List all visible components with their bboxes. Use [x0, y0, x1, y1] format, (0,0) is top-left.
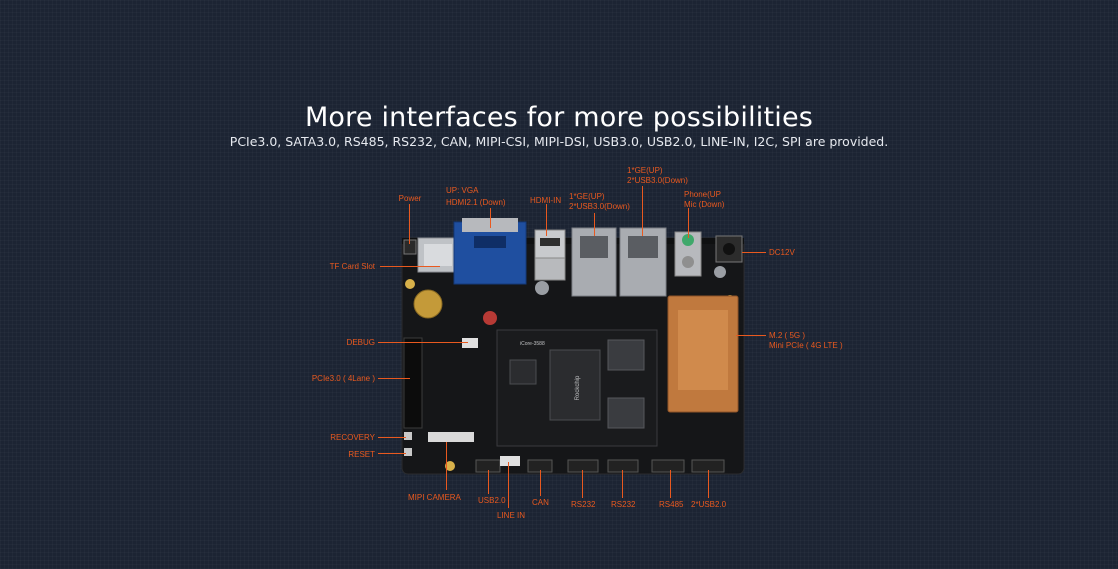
- callout-line-line-in: [508, 462, 509, 508]
- label-vga: UP: VGA: [446, 186, 479, 195]
- module-model-label: iCore-3588: [520, 341, 545, 347]
- tf-card-inner: [424, 244, 452, 266]
- label-line-in: LINE IN: [497, 511, 526, 520]
- callout-line-pcie: [378, 378, 410, 379]
- label-dc12v: DC12V: [769, 248, 795, 257]
- mount-hole-1: [405, 279, 415, 289]
- header-rs232-1: [567, 459, 599, 473]
- header-rs485: [651, 459, 685, 473]
- power-button: [403, 239, 417, 255]
- label-ge1: 1*GE(UP): [569, 192, 605, 201]
- callout-line-m2: [736, 335, 766, 336]
- pmic-chip: [509, 359, 537, 385]
- mipi-camera-connector: [428, 432, 474, 442]
- header-line-in: [500, 456, 520, 466]
- header-rs232-2: [607, 459, 639, 473]
- callout-line-mipi: [446, 442, 447, 490]
- callout-line-hdmi-in: [546, 204, 547, 236]
- label-recovery: RECOVERY: [330, 433, 375, 442]
- label-power: Power: [398, 194, 422, 203]
- callout-line-usb20-2: [708, 470, 709, 498]
- callout-line-can: [540, 470, 541, 496]
- dc-jack-hole: [723, 243, 735, 255]
- label-reset: RESET: [348, 450, 375, 459]
- vga-connector: [453, 221, 527, 285]
- phone-jack: [682, 234, 694, 246]
- label-rs232-2: RS232: [611, 500, 636, 509]
- page-subtitle: PCIe3.0, SATA3.0, RS485, RS232, CAN, MIP…: [229, 134, 889, 149]
- callout-line-reset: [378, 453, 406, 454]
- vga-pins: [474, 236, 506, 248]
- callout-line-debug: [378, 342, 468, 343]
- ethernet-jack-2-port: [628, 236, 658, 258]
- recovery-button: [404, 432, 412, 440]
- callout-line-tf: [380, 266, 440, 267]
- label-mini-pcie: Mini PCIe ( 4G LTE ): [769, 341, 843, 350]
- debug-header: [462, 338, 478, 348]
- callout-line-ge2: [642, 186, 643, 236]
- label-mic: Mic (Down): [684, 200, 725, 209]
- capacitor-3: [714, 266, 726, 278]
- label-mipi-camera: MIPI CAMERA: [408, 493, 461, 502]
- label-pcie: PCIe3.0 ( 4Lane ): [311, 374, 375, 383]
- callout-line-rs232-2: [622, 470, 623, 498]
- capacitor-1: [535, 281, 549, 295]
- capacitor-2: [483, 311, 497, 325]
- label-phone: Phone(UP: [684, 190, 721, 199]
- soc-chip-label: Rockchip: [575, 375, 581, 400]
- callout-line-dc12v: [742, 252, 766, 253]
- label-hdmi-in: HDMI-IN: [530, 196, 562, 205]
- coin-battery: [413, 289, 443, 319]
- callout-line-ge1: [594, 213, 595, 236]
- ethernet-jack-1-port: [580, 236, 608, 258]
- label-usb20: USB2.0: [478, 496, 506, 505]
- label-usb30-2: 2*USB3.0(Down): [627, 176, 688, 185]
- label-usb20-2: 2*USB2.0: [691, 500, 727, 509]
- page-title: More interfaces for more possibilities: [304, 102, 814, 134]
- reset-button: [404, 448, 412, 456]
- callout-line-recovery: [378, 437, 406, 438]
- hdmi-output-slot: [540, 238, 560, 246]
- callout-line-rs485: [670, 470, 671, 498]
- label-hdmi-down: HDMI2.1 (Down): [446, 198, 506, 207]
- soc-chip: [549, 349, 601, 421]
- memory-chip-1: [607, 339, 645, 371]
- label-debug: DEBUG: [346, 338, 375, 347]
- label-ge2: 1*GE(UP): [627, 166, 663, 175]
- callout-line-usb20: [488, 470, 489, 494]
- label-rs232-1: RS232: [571, 500, 596, 509]
- label-tf-card: TF Card Slot: [329, 262, 375, 271]
- callout-line-vga: [490, 208, 491, 228]
- callout-line-rs232-1: [582, 470, 583, 498]
- mic-jack: [682, 256, 694, 268]
- pcie-slot: [403, 337, 423, 429]
- label-m2: M.2 ( 5G ): [769, 331, 806, 340]
- memory-chip-2: [607, 397, 645, 429]
- mount-hole-2: [445, 461, 455, 471]
- label-usb30-1: 2*USB3.0(Down): [569, 202, 630, 211]
- callout-line-audio: [688, 208, 689, 238]
- label-can: CAN: [532, 498, 549, 507]
- label-rs485: RS485: [659, 500, 684, 509]
- callout-line-power: [409, 204, 410, 244]
- m2-module-label-area: [678, 310, 728, 390]
- hdmi-input-connector: [534, 257, 566, 281]
